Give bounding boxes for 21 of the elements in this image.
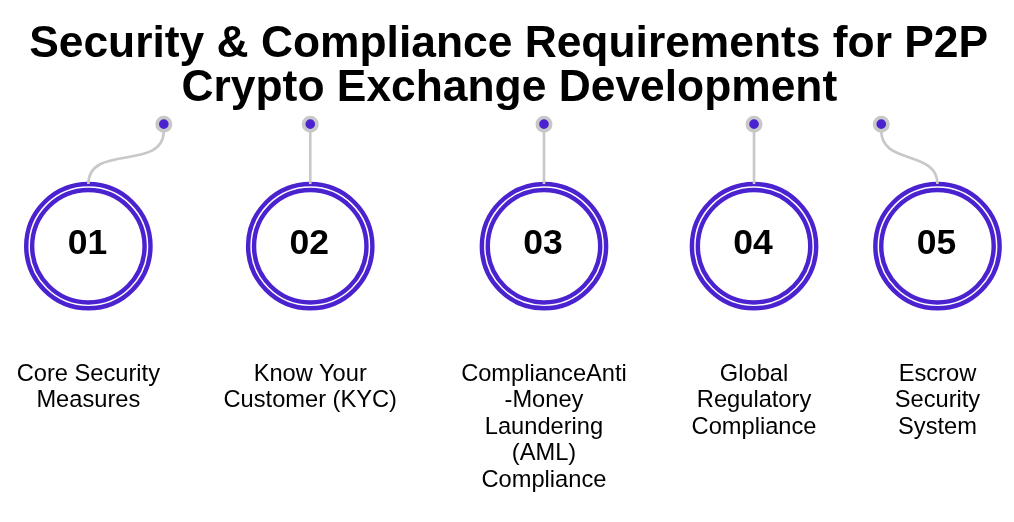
node-circle <box>155 115 173 133</box>
node-circle: 01 <box>24 181 153 311</box>
node-circle: 02 <box>245 181 375 311</box>
node-label: Global Regulatory Compliance <box>691 359 817 439</box>
node-circle <box>535 115 553 133</box>
node-circle <box>745 115 763 133</box>
connector <box>542 130 546 185</box>
connector <box>752 130 756 185</box>
connector <box>87 130 166 185</box>
connector <box>879 130 939 185</box>
diagram-title: Security & Compliance Requirements for P2P Crypto Exchange Development <box>29 16 989 111</box>
node-circle: 04 <box>689 181 819 311</box>
connector <box>308 130 312 185</box>
node-label: ComplianceAnti -Money Laundering (AML) Compliance <box>461 359 627 493</box>
node-label: Escrow Security System <box>894 359 981 439</box>
node-circle <box>301 115 319 133</box>
node-circle: 03 <box>479 181 609 311</box>
node-circle <box>872 115 890 133</box>
node-label: Know Your Customer (KYC) <box>223 359 398 413</box>
node-label: Core Security Measures <box>16 359 161 413</box>
node-circle: 05 <box>873 181 1002 311</box>
